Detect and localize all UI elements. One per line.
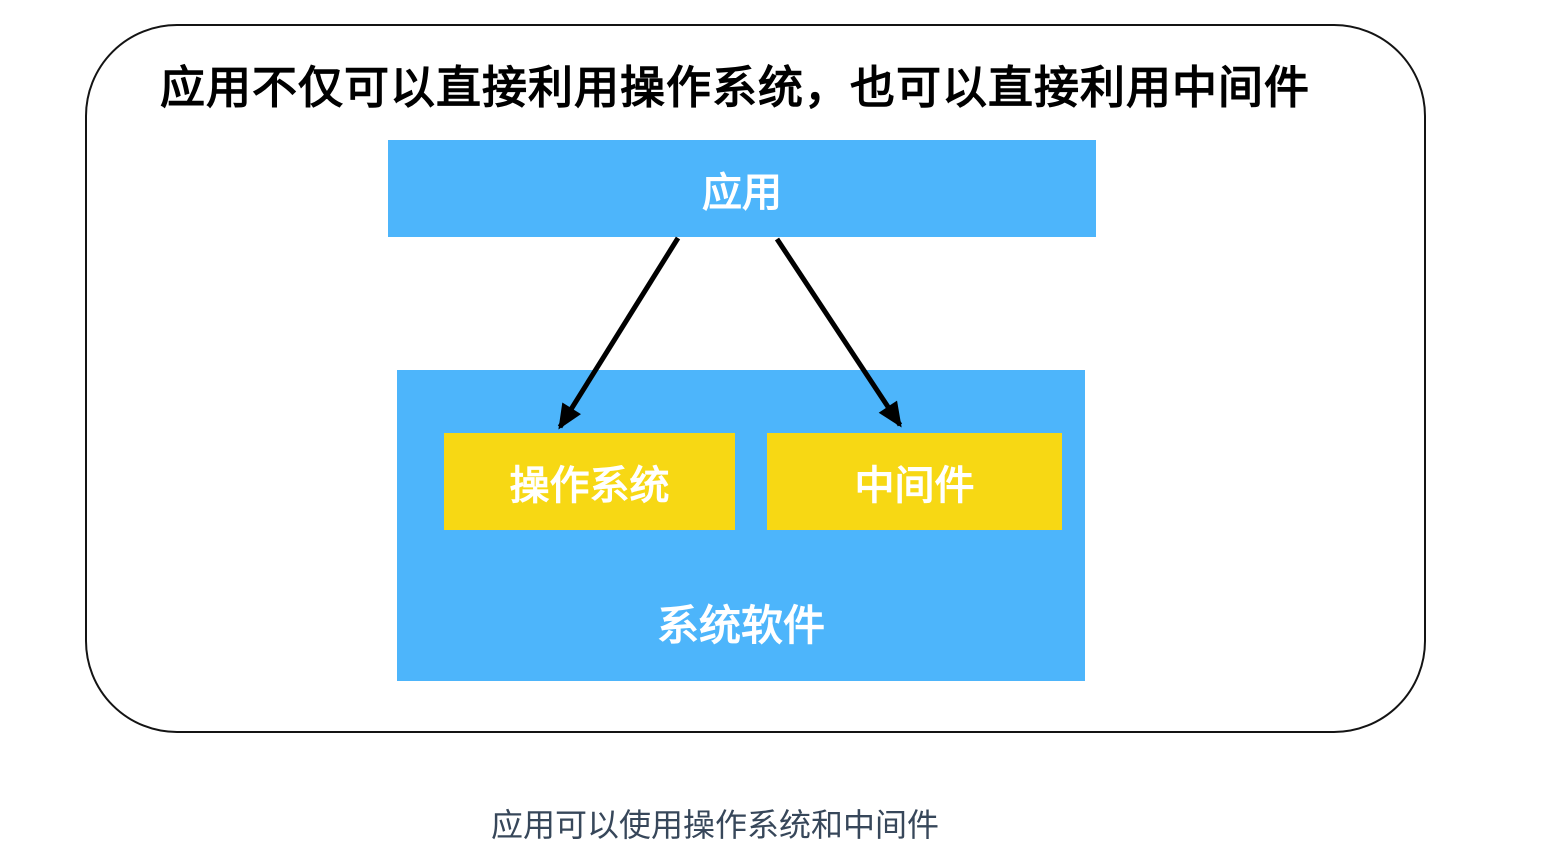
operating-system-box: 操作系统	[444, 433, 735, 530]
diagram-caption: 应用可以使用操作系统和中间件	[490, 807, 939, 843]
middleware-box: 中间件	[767, 433, 1062, 530]
middleware-box-label: 中间件	[854, 463, 975, 508]
operating-system-box-label: 操作系统	[509, 463, 670, 508]
application-box: 应用	[388, 140, 1096, 237]
diagram-title: 应用不仅可以直接利用操作系统，也可以直接利用中间件	[159, 62, 1310, 113]
system-software-label: 系统软件	[656, 602, 825, 649]
application-box-label: 应用	[702, 170, 782, 215]
